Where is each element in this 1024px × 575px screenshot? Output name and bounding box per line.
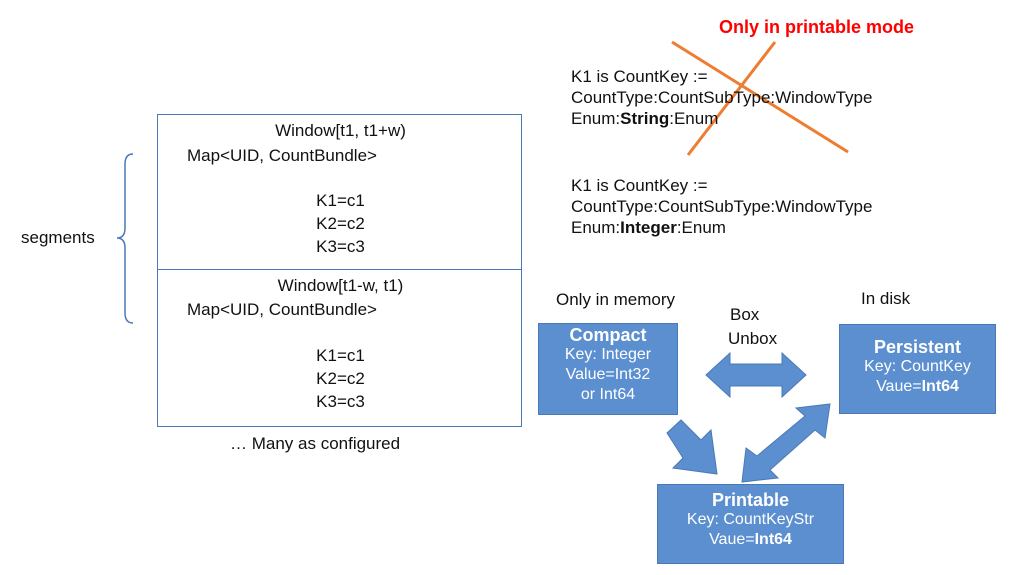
key-def-prefix: Enum:: [571, 109, 621, 128]
key-def-line: CountType:CountSubType:WindowType: [571, 197, 873, 216]
persistent-printable-arrow: [741, 403, 831, 483]
count-entry: K2=c2: [316, 214, 365, 233]
compact-value-alt: or Int64: [580, 386, 636, 403]
segments-brace: [116, 153, 134, 324]
key-def-integer: K1 is CountKey := CountType:CountSubType…: [571, 175, 872, 238]
key-def-line: K1 is CountKey :=: [571, 176, 708, 195]
key-def-prefix: Enum:: [571, 218, 621, 237]
printable-mode-note: Only in printable mode: [719, 17, 915, 37]
count-entry: K3=c3: [316, 237, 365, 256]
key-def-string: K1 is CountKey := CountType:CountSubType…: [571, 66, 872, 129]
box-unbox-arrow: [705, 351, 807, 399]
printable-value-type: Int64: [754, 531, 792, 548]
window-title: Window[t1-w, t1): [277, 276, 404, 295]
window-current: Window[t1, t1+w) Map<UID, CountBundle> K…: [157, 114, 522, 270]
compact-to-printable-arrow: [666, 419, 718, 475]
key-def-line: K1 is CountKey :=: [571, 67, 708, 86]
segments-label: segments: [21, 228, 95, 247]
count-entry: K3=c3: [316, 392, 365, 411]
key-def-suffix: :Enum: [669, 109, 719, 128]
count-entry: K2=c2: [316, 369, 365, 388]
key-def-line: Enum:Integer:Enum: [571, 217, 872, 238]
persistent-value: Vaue=Int64: [840, 377, 995, 397]
cross-line-1: [671, 40, 849, 154]
window-map-type: Map<UID, CountBundle>: [187, 300, 377, 319]
printable-box: Printable Key: CountKeyStr Vaue=Int64: [657, 484, 844, 564]
key-def-type: String: [620, 109, 670, 128]
window-map-type: Map<UID, CountBundle>: [187, 146, 377, 165]
count-entry: K1=c1: [316, 191, 365, 210]
unbox-label: Unbox: [728, 329, 778, 348]
persistent-title: Persistent: [873, 337, 962, 357]
only-in-memory-label: Only in memory: [556, 290, 676, 309]
count-entry: K1=c1: [316, 346, 365, 365]
compact-title: Compact: [569, 325, 647, 345]
printable-key: Key: CountKeyStr: [686, 511, 815, 528]
in-disk-label: In disk: [861, 289, 911, 308]
key-def-suffix: :Enum: [676, 218, 726, 237]
key-def-line: Enum:String:Enum: [571, 108, 872, 129]
persistent-key: Key: CountKey: [864, 358, 971, 375]
compact-key: Key: Integer: [564, 346, 652, 363]
printable-value: Vaue=Int64: [658, 530, 843, 550]
compact-box: Compact Key: Integer Value=Int32 or Int6…: [538, 323, 678, 415]
printable-value-prefix: Vaue=: [709, 531, 755, 548]
cross-line-2: [686, 41, 777, 156]
many-configured-note: … Many as configured: [230, 434, 401, 453]
persistent-value-type: Int64: [921, 378, 959, 395]
window-title: Window[t1, t1+w): [275, 121, 406, 140]
printable-title: Printable: [711, 490, 790, 510]
window-previous: Window[t1-w, t1) Map<UID, CountBundle> K…: [157, 269, 522, 427]
key-def-type: Integer: [620, 218, 677, 237]
compact-value: Value=Int32: [565, 366, 651, 383]
box-label: Box: [730, 305, 760, 324]
persistent-box: Persistent Key: CountKey Vaue=Int64: [839, 324, 996, 414]
key-def-line: CountType:CountSubType:WindowType: [571, 88, 873, 107]
persistent-value-prefix: Vaue=: [876, 378, 922, 395]
